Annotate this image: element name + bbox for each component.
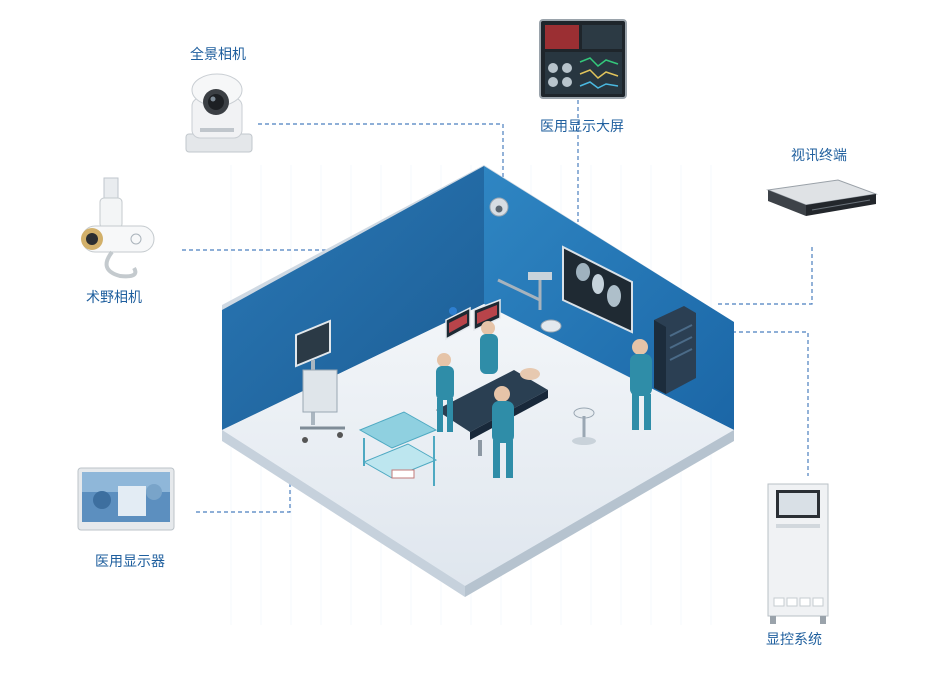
stool-icon [572, 407, 596, 445]
medical-monitor-icon [77, 467, 175, 531]
connector-display-control [718, 331, 809, 476]
display-control-cabinet-icon [767, 483, 829, 624]
connector-lines [182, 100, 813, 513]
operating-room [222, 165, 734, 597]
video-terminal-label: 视讯终端 [791, 148, 847, 164]
large-display-icon [539, 19, 627, 99]
staff-figure-icon [630, 339, 652, 430]
surgical-lights-icon [497, 272, 562, 333]
staff-figure-icon [436, 353, 454, 432]
staff-figure-icon [492, 386, 514, 478]
equipment-cabinet-icon [654, 306, 696, 394]
mobile-monitor-cart-icon [295, 319, 345, 443]
left-wall [222, 166, 484, 430]
instrument-trolley-icon [358, 411, 438, 486]
video-terminal-icon [766, 179, 878, 216]
surgical-staff-icons [436, 321, 652, 478]
medical-monitor-label: 医用显示器 [95, 554, 165, 570]
connector-panoramic-camera [258, 123, 504, 178]
display-control-label: 显控系统 [766, 632, 822, 648]
connector-medical-monitor [196, 352, 291, 513]
xray-display-icon [562, 245, 633, 334]
panoramic-camera-label: 全景相机 [190, 47, 246, 63]
surgical-camera-label: 术野相机 [86, 290, 142, 306]
panoramic-camera-icon [185, 73, 253, 153]
surgical-camera-icon [81, 177, 155, 279]
connector-video-terminal [718, 244, 813, 305]
staff-figure-icon [480, 321, 498, 374]
overhead-monitors-icon [445, 298, 501, 341]
large-display-label: 医用显示大屏 [540, 119, 624, 135]
